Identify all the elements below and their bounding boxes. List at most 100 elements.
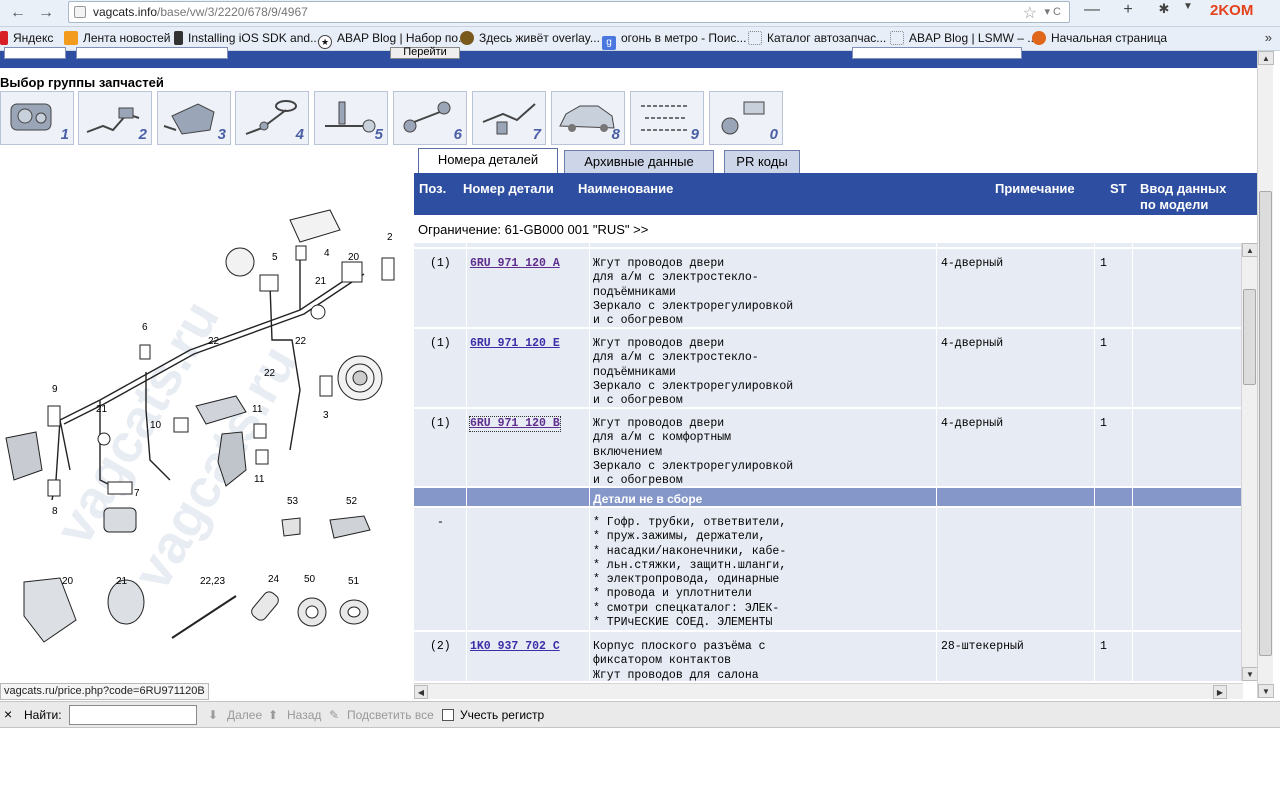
diagram-label: 22,23	[200, 576, 225, 587]
group-thumb-6[interactable]: 6	[393, 91, 467, 145]
row-name: Жгут проводов двери для а/м с электросте…	[593, 257, 794, 328]
part-number-link[interactable]: 6RU 971 120 E	[470, 337, 560, 350]
row-pos: (2)	[430, 640, 451, 653]
find-label: Найти:	[24, 708, 62, 722]
row-st: 1	[1100, 417, 1107, 430]
find-prev-button[interactable]: Назад	[287, 708, 322, 722]
row-name: Жгут проводов двери для а/м с электросте…	[593, 337, 794, 408]
row-st: 1	[1100, 640, 1107, 653]
bookmarks-overflow-icon[interactable]: »	[1264, 30, 1272, 45]
brand-logo: 2KOM	[1210, 2, 1254, 19]
diagram-label: 7	[134, 488, 140, 499]
addon-icon[interactable]: ✱	[1158, 1, 1170, 16]
minimize-icon[interactable]: —	[1084, 1, 1100, 18]
find-input[interactable]	[69, 705, 197, 725]
tab-pr-codes[interactable]: PR коды	[724, 150, 800, 174]
diagram-label: 20	[348, 252, 360, 263]
diagram-label: 3	[323, 410, 329, 421]
group-thumb-7[interactable]: 7	[472, 91, 546, 145]
scroll-thumb[interactable]	[1243, 289, 1256, 385]
dropdown-reload-icon[interactable]: ▾ C	[1044, 6, 1061, 18]
table-row[interactable]: (1) 6RU 971 120 B Жгут проводов двери дл…	[414, 409, 1241, 488]
bookmark-item[interactable]: Installing iOS SDK and...	[174, 31, 320, 47]
body-icon	[559, 105, 615, 132]
row-pos: (1)	[430, 417, 451, 430]
bookmark-item[interactable]: Яндекс	[0, 31, 53, 47]
scroll-up-icon[interactable]: ▲	[1258, 51, 1274, 65]
go-button[interactable]: Перейти	[390, 47, 460, 59]
bookmark-icon	[460, 31, 474, 45]
new-tab-icon[interactable]: +	[1123, 1, 1133, 18]
diagram-label: 53	[287, 496, 299, 507]
highlight-icon: ✎	[329, 708, 340, 722]
login-input[interactable]	[852, 47, 1022, 59]
row-pos: (1)	[430, 257, 451, 270]
table-vertical-scrollbar[interactable]: ▲ ▼	[1241, 243, 1258, 681]
suspension-icon	[325, 101, 376, 133]
group-thumb-0[interactable]: 0	[709, 91, 783, 145]
group-thumb-8[interactable]: 8	[551, 91, 625, 145]
highlight-all-button[interactable]: Подсветить все	[347, 708, 434, 722]
row-st: 1	[1100, 337, 1107, 350]
diagram-label: 2	[387, 232, 393, 243]
part-number-link[interactable]: 6RU 971 120 B	[469, 415, 561, 433]
subheader-label: Детали не в сборе	[593, 492, 703, 506]
group-thumb-4[interactable]: 4	[235, 91, 309, 145]
bookmark-star-icon[interactable]: ☆	[1022, 5, 1037, 22]
diagram-label: 21	[116, 576, 128, 587]
table-row-partial	[414, 243, 1241, 249]
find-next-button[interactable]: Далее	[227, 708, 263, 722]
bookmark-item[interactable]: Каталог автозапчас...	[748, 31, 886, 47]
match-case-label: Учесть регистр	[460, 708, 545, 722]
table-horizontal-scrollbar[interactable]: ◀ ▶	[414, 683, 1243, 699]
part-number-link[interactable]: 1K0 937 702 C	[470, 640, 560, 653]
scroll-thumb[interactable]	[1259, 191, 1272, 656]
select-field[interactable]	[4, 47, 66, 59]
diagram-label: 5	[272, 252, 278, 263]
star-icon: ★	[318, 35, 332, 49]
bookmark-item[interactable]: Начальная страница	[1032, 31, 1167, 47]
close-icon[interactable]: ×	[4, 706, 13, 722]
scroll-up-icon[interactable]: ▲	[1242, 243, 1258, 257]
bookmark-item[interactable]: Лента новостей	[64, 31, 171, 47]
match-case-checkbox[interactable]	[442, 709, 454, 721]
row-note: 4-дверный	[941, 257, 1004, 270]
forward-arrow-icon[interactable]: →	[38, 4, 54, 21]
col-model-data: Ввод данных по модели	[1140, 181, 1227, 212]
group-thumb-1[interactable]: 1	[0, 91, 74, 145]
back-arrow-icon[interactable]: ←	[10, 4, 26, 21]
group-thumb-3[interactable]: 3	[157, 91, 231, 145]
table-row[interactable]: (2) 1K0 937 702 C Корпус плоского разъём…	[414, 632, 1241, 681]
bookmark-item[interactable]: ★ABAP Blog | Набор по...	[318, 31, 468, 49]
row-name: * Гофр. трубки, ответвители, * пруж.зажи…	[593, 516, 787, 630]
address-bar[interactable]: vagcats.info/base/vw/3/2220/678/9/4967 ☆…	[68, 1, 1070, 23]
table-row[interactable]: (1) 6RU 971 120 E Жгут проводов двери дл…	[414, 329, 1241, 409]
part-number-link[interactable]: 6RU 971 120 A	[470, 257, 560, 270]
page-vertical-scrollbar[interactable]: ▲ ▼	[1257, 51, 1274, 698]
parts-diagram[interactable]: vagcats.ru vagcats.ru	[0, 150, 412, 680]
scroll-right-icon[interactable]: ▶	[1213, 685, 1227, 699]
row-name: Жгут проводов двери для а/м с комфортным…	[593, 417, 794, 488]
tab-part-numbers[interactable]: Номера деталей	[418, 148, 558, 174]
table-row[interactable]: - * Гофр. трубки, ответвители, * пруж.за…	[414, 508, 1241, 632]
row-pos: -	[437, 516, 444, 529]
restriction-row[interactable]: Ограничение: 61-GB000 001 "RUS" >>	[414, 215, 1257, 243]
group-thumb-5[interactable]: 5	[314, 91, 388, 145]
bookmark-item[interactable]: ABAP Blog | LSMW – ...	[890, 31, 1037, 47]
menu-dropdown-icon[interactable]: ▼	[1183, 1, 1193, 12]
tab-archive[interactable]: Архивные данные	[564, 150, 714, 174]
diagram-label: 21	[315, 276, 327, 287]
accessories-icon	[721, 101, 765, 135]
bookmark-item[interactable]: Здесь живёт overlay...	[460, 31, 600, 47]
scroll-left-icon[interactable]: ◀	[414, 685, 428, 699]
gearbox-icon	[163, 103, 215, 135]
address-url: vagcats.info/base/vw/3/2220/678/9/4967	[93, 5, 308, 19]
group-thumb-2[interactable]: 2	[78, 91, 152, 145]
site-header: Перейти	[0, 47, 1257, 68]
scroll-down-icon[interactable]: ▼	[1258, 684, 1274, 698]
table-row[interactable]: (1) 6RU 971 120 A Жгут проводов двери дл…	[414, 249, 1241, 329]
scroll-down-icon[interactable]: ▼	[1242, 667, 1258, 681]
group-thumb-9[interactable]: 9	[630, 91, 704, 145]
search-input[interactable]	[76, 47, 228, 59]
